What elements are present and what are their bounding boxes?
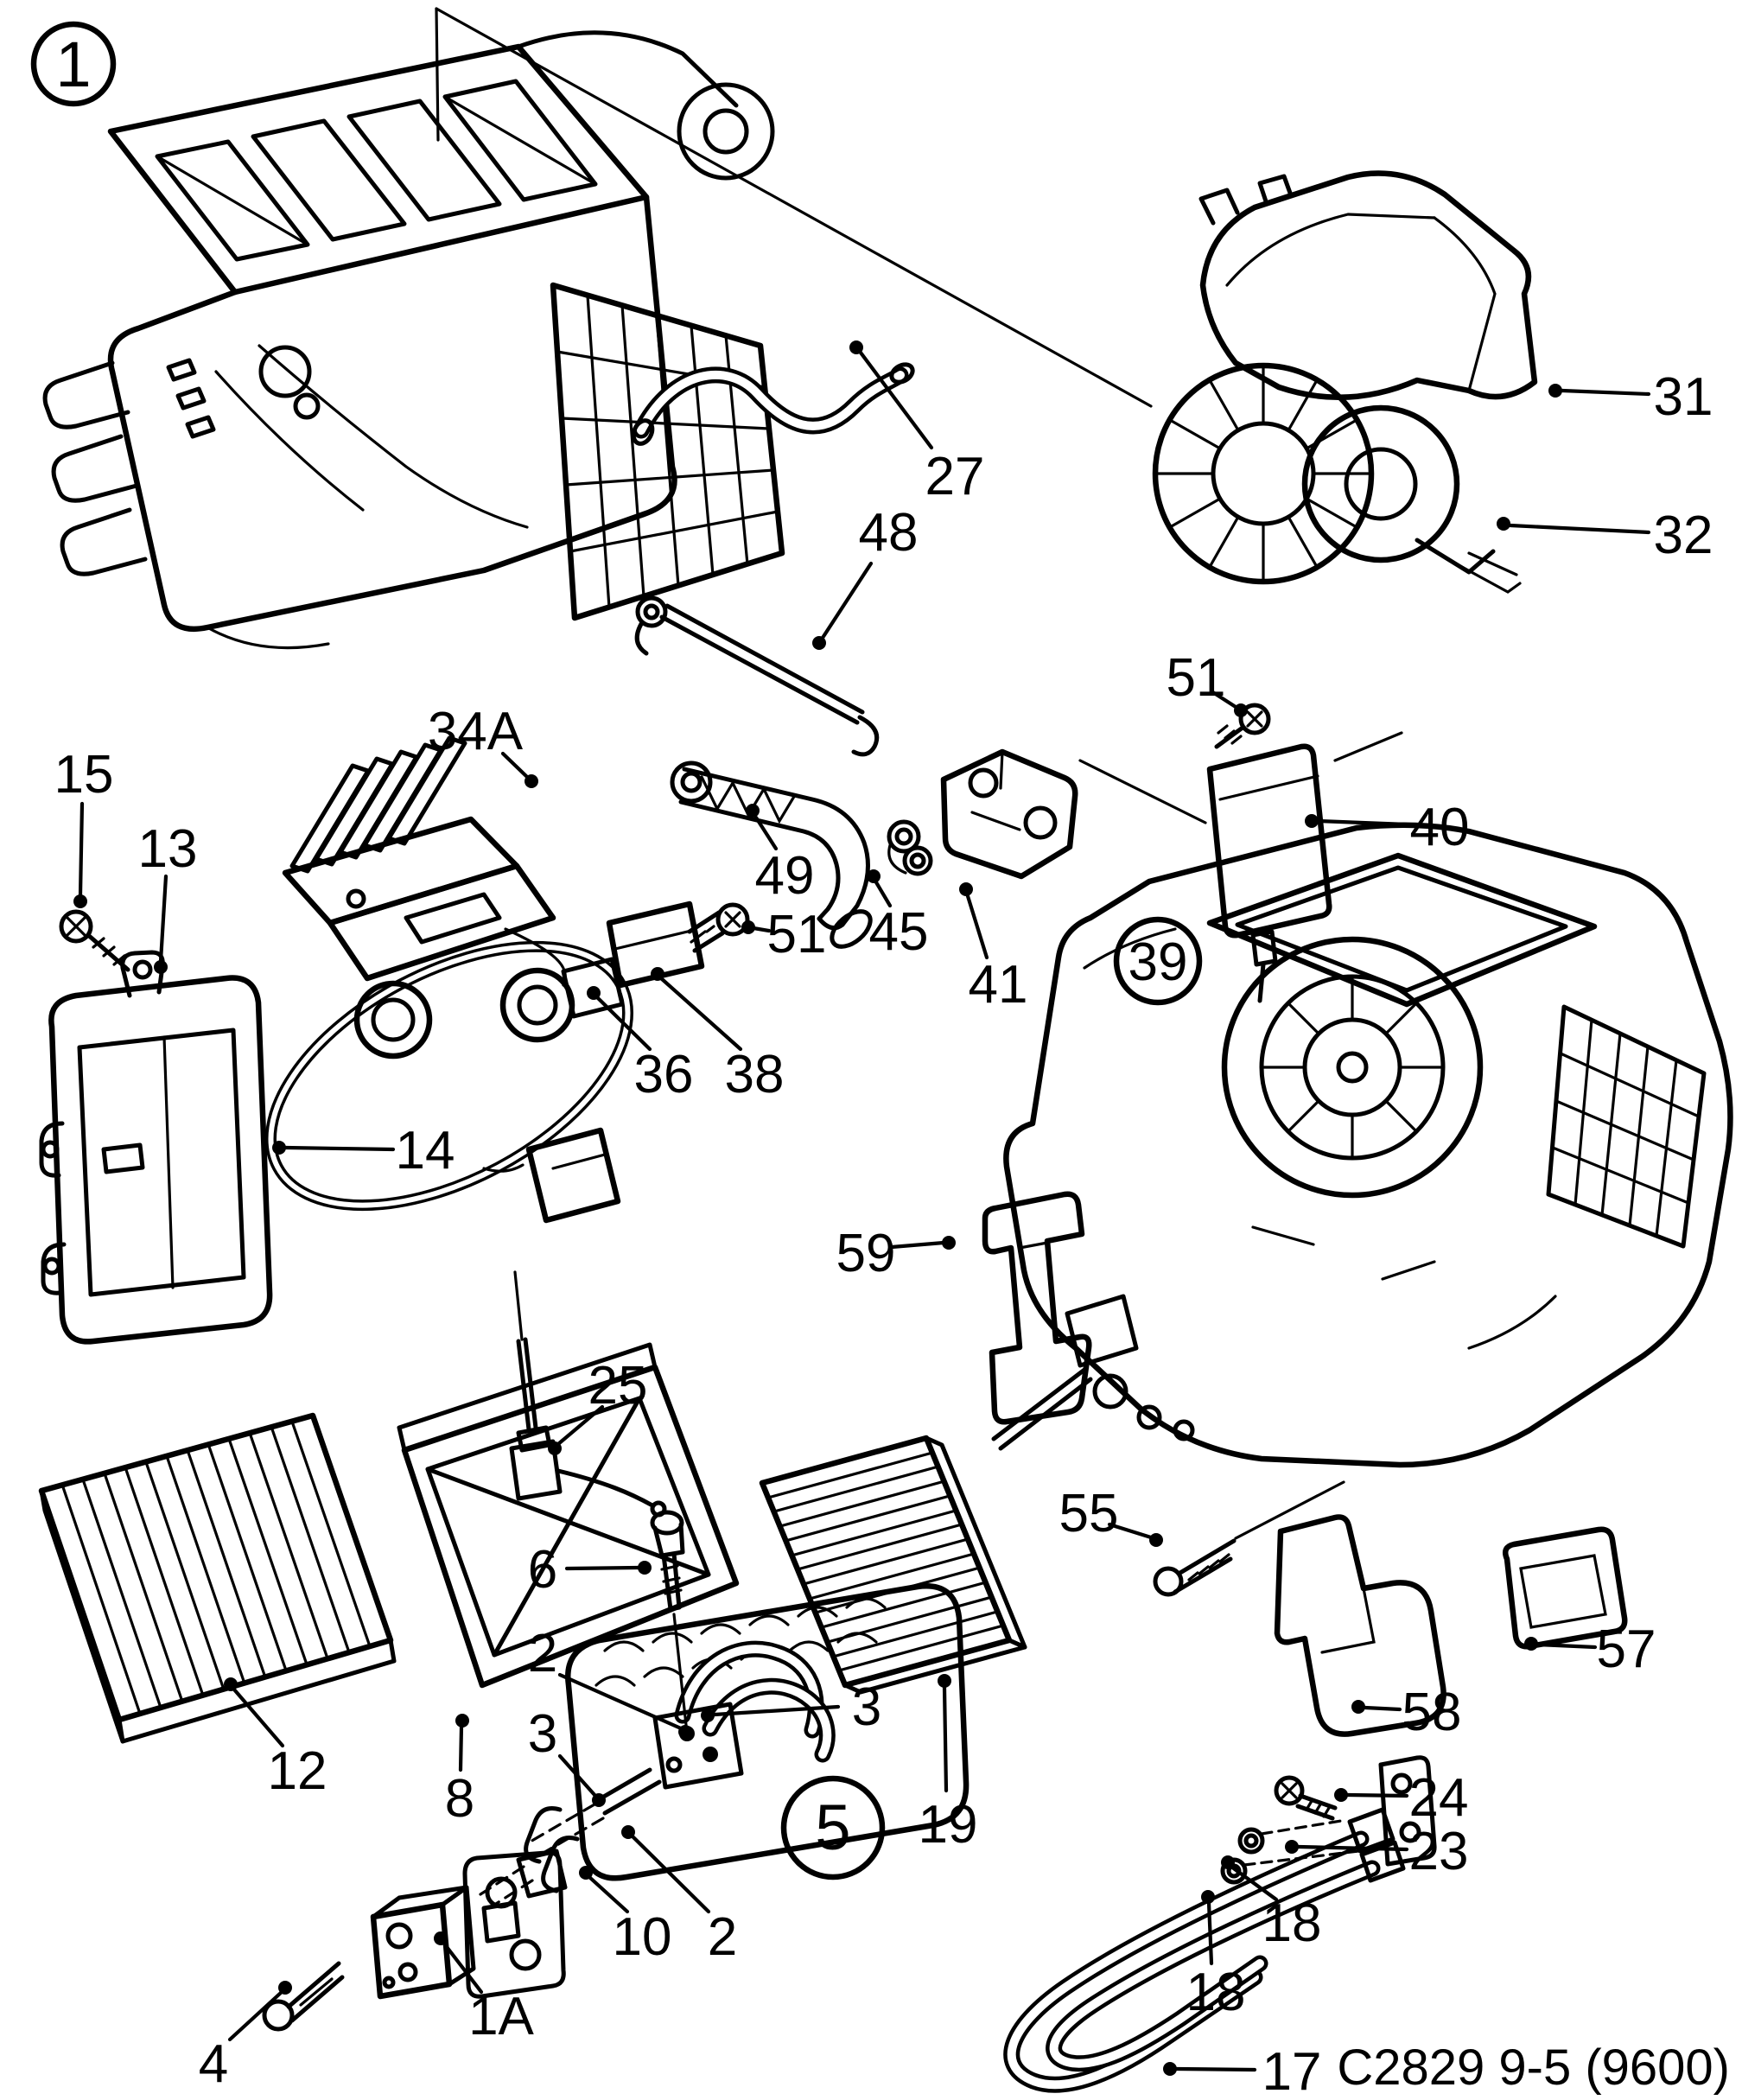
heater-core-19 (759, 1435, 1027, 1695)
callout-23: 23 (1409, 1822, 1469, 1881)
screw-15 (59, 909, 130, 972)
callout-17: 17 (1262, 2042, 1322, 2100)
callout-circle-5 (780, 1775, 886, 1880)
bolt-6 (650, 1510, 688, 1727)
right-hvac-assembly (991, 822, 1733, 1468)
drain-duct-58 (1274, 1514, 1446, 1737)
heater-hose-27 (631, 362, 915, 446)
callout-3-left: 3 (528, 1704, 557, 1764)
main-hvac-assembly (42, 30, 785, 650)
callout-2-upper: 2 (528, 1624, 557, 1683)
callout-49: 49 (755, 846, 815, 906)
callout-24: 24 (1409, 1768, 1469, 1828)
bracket-59 (982, 1191, 1092, 1425)
callout-18-upper: 18 (1262, 1893, 1322, 1953)
callout-40: 40 (1410, 798, 1470, 857)
callout-10: 10 (613, 1907, 672, 1967)
pipe-assembly-17 (1003, 1807, 1406, 2093)
callout-27: 27 (925, 447, 985, 506)
drawing-code: C2829 9-5 (9600) (1337, 2040, 1730, 2096)
callout-57: 57 (1597, 1620, 1656, 1679)
callout-18-lower: 18 (1186, 1963, 1246, 2022)
callout-13: 13 (138, 819, 198, 879)
callout-12: 12 (268, 1741, 327, 1801)
callout-5: 5 (815, 1791, 850, 1863)
screw-51-left (687, 902, 750, 953)
blower-motor-32 (1152, 362, 1522, 594)
blower-cover-31 (1198, 170, 1538, 400)
callout-51-right: 51 (1167, 648, 1226, 708)
callout-31: 31 (1654, 367, 1713, 427)
callout-36: 36 (634, 1045, 694, 1104)
callout-circle-39 (1113, 916, 1203, 1006)
bracket-41 (940, 748, 1078, 880)
gasket-plate (462, 1850, 566, 1999)
control-rod-48 (634, 595, 880, 757)
pollen-filter-12 (38, 1412, 397, 1744)
screw-51-right (1214, 703, 1271, 749)
callout-15: 15 (54, 745, 114, 805)
callout-32: 32 (1654, 506, 1713, 565)
clip-45 (887, 819, 933, 876)
callout-1A: 1A (468, 1987, 534, 2046)
cover-14 (39, 950, 273, 1345)
callout-58: 58 (1402, 1683, 1462, 1742)
callout-41: 41 (969, 955, 1028, 1015)
pipes-and-clamps-10 (479, 1767, 662, 1910)
callout-38: 38 (725, 1045, 785, 1104)
callout-48: 48 (859, 503, 919, 563)
callout-39: 39 (1128, 932, 1188, 992)
callout-3-right: 3 (852, 1677, 881, 1737)
callout-25: 25 (588, 1356, 648, 1416)
callout-6: 6 (528, 1540, 557, 1600)
callout-14: 14 (396, 1121, 455, 1180)
callout-circle-1 (30, 21, 117, 107)
wiring-harness-36-38 (265, 900, 705, 1224)
bracket-plate-23 (1378, 1755, 1437, 1867)
callout-19: 19 (919, 1795, 978, 1855)
callout-55: 55 (1059, 1484, 1119, 1543)
callout-45: 45 (869, 902, 929, 962)
callout-4: 4 (199, 2034, 228, 2094)
callouts: 1 27 31 32 48 51 34A 15 13 49 45 41 (30, 21, 1730, 2100)
callout-8: 8 (445, 1769, 474, 1829)
callout-51-left: 51 (767, 905, 827, 964)
expansion-valve-1A (370, 1885, 476, 2000)
blower-resistor-34 (282, 735, 556, 982)
callout-1: 1 (55, 29, 91, 100)
bolt-55 (1153, 1480, 1345, 1597)
filter-frame-8 (397, 1342, 740, 1689)
callout-59: 59 (836, 1224, 896, 1283)
seal-pad-57 (1503, 1526, 1628, 1650)
lever-49 (670, 760, 873, 949)
bolt-4 (262, 1961, 345, 2032)
screw-24 (1274, 1775, 1338, 1821)
callout-34A: 34A (428, 702, 524, 761)
pointer-wedge-lines (435, 7, 1153, 408)
callout-2-lower: 2 (708, 1907, 737, 1967)
